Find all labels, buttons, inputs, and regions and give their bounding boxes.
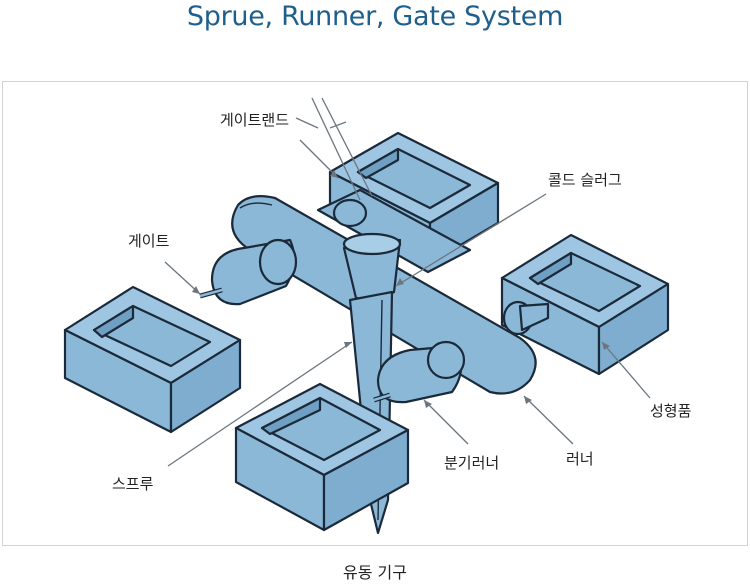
- cavity-box-bottom: [234, 382, 410, 532]
- branch-runner-right-box: [502, 300, 550, 336]
- cavity-box-left: [63, 285, 242, 434]
- label-gate-land: 게이트랜드: [220, 111, 290, 129]
- label-runner: 러너: [566, 450, 594, 468]
- label-cavity: 성형품: [650, 402, 692, 420]
- label-sprue: 스프루: [112, 475, 154, 493]
- cavity-box-right: [500, 233, 670, 376]
- branch-runner-left: [210, 238, 298, 306]
- diagram-caption: 유동 기구: [343, 563, 407, 582]
- leader-arrowheads: [192, 170, 610, 408]
- diagram-frame: [2, 81, 748, 546]
- diagram-title: Sprue, Runner, Gate System: [186, 1, 564, 32]
- branch-runner-right: [376, 340, 466, 404]
- label-gate: 게이트: [128, 232, 170, 250]
- leader-lines: [164, 97, 651, 467]
- label-cold-slug: 콜드 슬러그: [548, 171, 622, 189]
- label-branch-runner: 분기러너: [444, 454, 500, 472]
- cross-runner: [316, 188, 472, 274]
